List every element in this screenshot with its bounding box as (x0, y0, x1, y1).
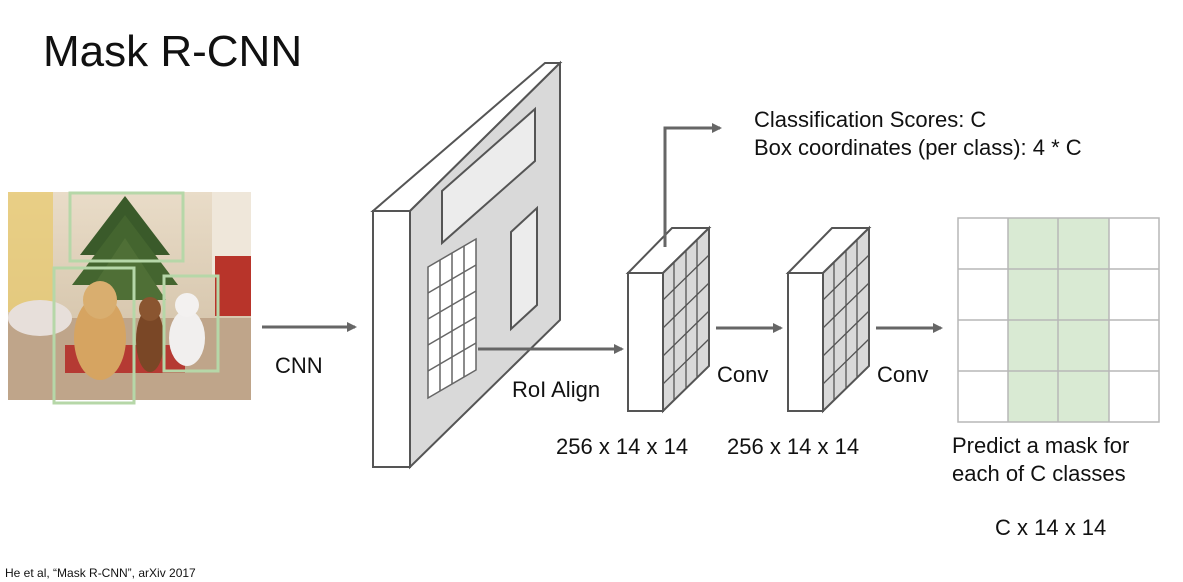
shape1-label: 256 x 14 x 14 (556, 434, 688, 459)
bbox-tree (68, 191, 185, 263)
mask-caption-line2: each of C classes (952, 461, 1126, 486)
arrow-branch-cls (663, 123, 722, 247)
roi-grid (427, 237, 477, 400)
feature-map-block (370, 60, 563, 470)
bbox-dog (52, 266, 136, 405)
box-coords-label: Box coordinates (per class): 4 * C (754, 135, 1082, 160)
page-title: Mask R-CNN (43, 27, 302, 76)
mask-shape-label: C x 14 x 14 (995, 515, 1106, 540)
conv-feature-block (785, 225, 872, 414)
cnn-label: CNN (275, 353, 323, 378)
citation: He et al, “Mask R-CNN”, arXiv 2017 (5, 566, 196, 580)
roi-align-label: RoI Align (512, 377, 600, 402)
shape2-label: 256 x 14 x 14 (727, 434, 859, 459)
conv2-label: Conv (877, 362, 928, 387)
input-image (8, 191, 251, 405)
roi-feature-block (625, 225, 712, 414)
mask-caption-line1: Predict a mask for (952, 433, 1129, 458)
cls-scores-label: Classification Scores: C (754, 107, 986, 132)
mask-grid (957, 217, 1160, 423)
bbox-cat (162, 274, 220, 373)
conv1-label: Conv (717, 362, 768, 387)
